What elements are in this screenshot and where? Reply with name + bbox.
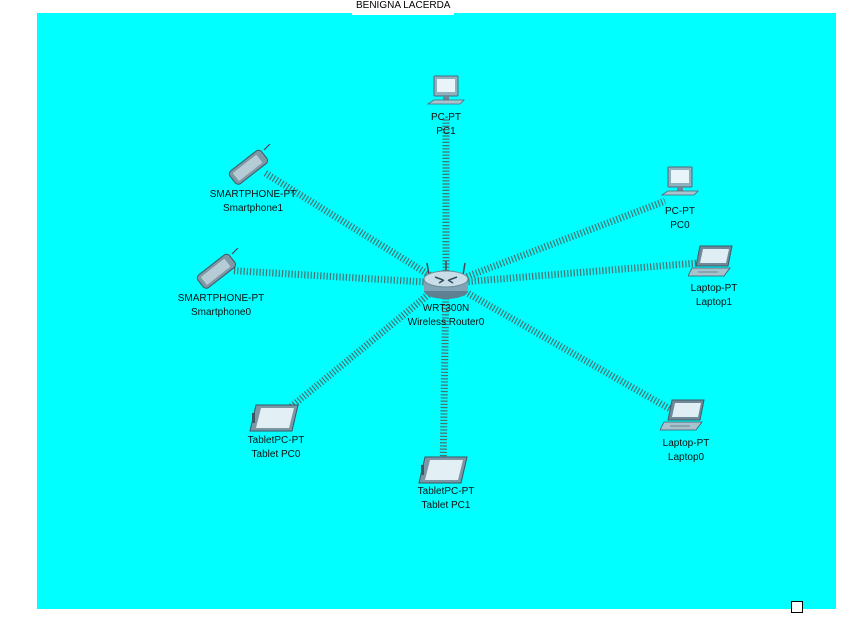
smartphone1-model: SMARTPHONE-PT: [209, 189, 297, 200]
laptop0-model: Laptop-PT: [662, 438, 710, 449]
wireless-link-smartphone0: [233, 267, 431, 286]
wireless-router-icon: [423, 261, 469, 299]
tablet-pc0-name: Tablet PC0: [251, 449, 301, 460]
smartphone0-label: SMARTPHONE-PT Smartphone0: [178, 292, 265, 320]
smartphone1-label: SMARTPHONE-PT Smartphone1: [210, 188, 297, 216]
desktop-pc-icon: [426, 75, 465, 105]
laptop-icon: [660, 399, 705, 431]
desktop-pc-icon: [660, 166, 699, 196]
wireless-link-smartphone1: [261, 169, 435, 280]
pc0-label: PC-PT PC0: [665, 205, 695, 233]
pc0-model: PC-PT: [665, 206, 695, 217]
router-model: WRT300N: [422, 303, 470, 314]
smartphone1-name: Smartphone1: [222, 203, 284, 214]
laptop-icon: [688, 245, 733, 277]
smartphone-icon: [228, 144, 271, 185]
tablet-pc1-label: TabletPC-PT Tablet PC1: [418, 485, 475, 513]
tablet-icon: [249, 404, 299, 432]
tablet-pc0-label: TabletPC-PT Tablet PC0: [248, 434, 305, 462]
router-label: WRT300N Wireless Router0: [408, 302, 485, 330]
pc0-name: PC0: [670, 220, 690, 231]
logical-workspace-canvas[interactable]: [37, 13, 836, 609]
wireless-link-pc0: [459, 197, 667, 283]
router-name: Wireless Router0: [407, 317, 485, 328]
laptop0-name: Laptop0: [667, 452, 705, 463]
pc1-name: PC1: [436, 126, 456, 137]
smartphone0-name: Smartphone0: [190, 307, 252, 318]
wireless-link-laptop0: [458, 285, 674, 414]
tablet-pc1-model: TabletPC-PT: [417, 486, 475, 497]
pc1-label: PC-PT PC1: [431, 111, 461, 139]
smartphone-icon: [196, 248, 239, 289]
laptop1-name: Laptop1: [695, 297, 733, 308]
laptop1-model: Laptop-PT: [690, 283, 738, 294]
pc1-model: PC-PT: [431, 112, 461, 123]
wireless-link-laptop1: [461, 259, 699, 286]
laptop1-label: Laptop-PT Laptop1: [691, 282, 738, 310]
tablet-pc1-name: Tablet PC1: [421, 500, 471, 511]
tablet-pc0-model: TabletPC-PT: [247, 435, 305, 446]
workspace-title: BENIGNA LACERDA: [352, 0, 455, 15]
laptop0-label: Laptop-PT Laptop0: [663, 437, 710, 465]
tablet-icon: [418, 456, 468, 484]
smartphone0-model: SMARTPHONE-PT: [177, 293, 265, 304]
resize-handle[interactable]: [791, 601, 803, 613]
